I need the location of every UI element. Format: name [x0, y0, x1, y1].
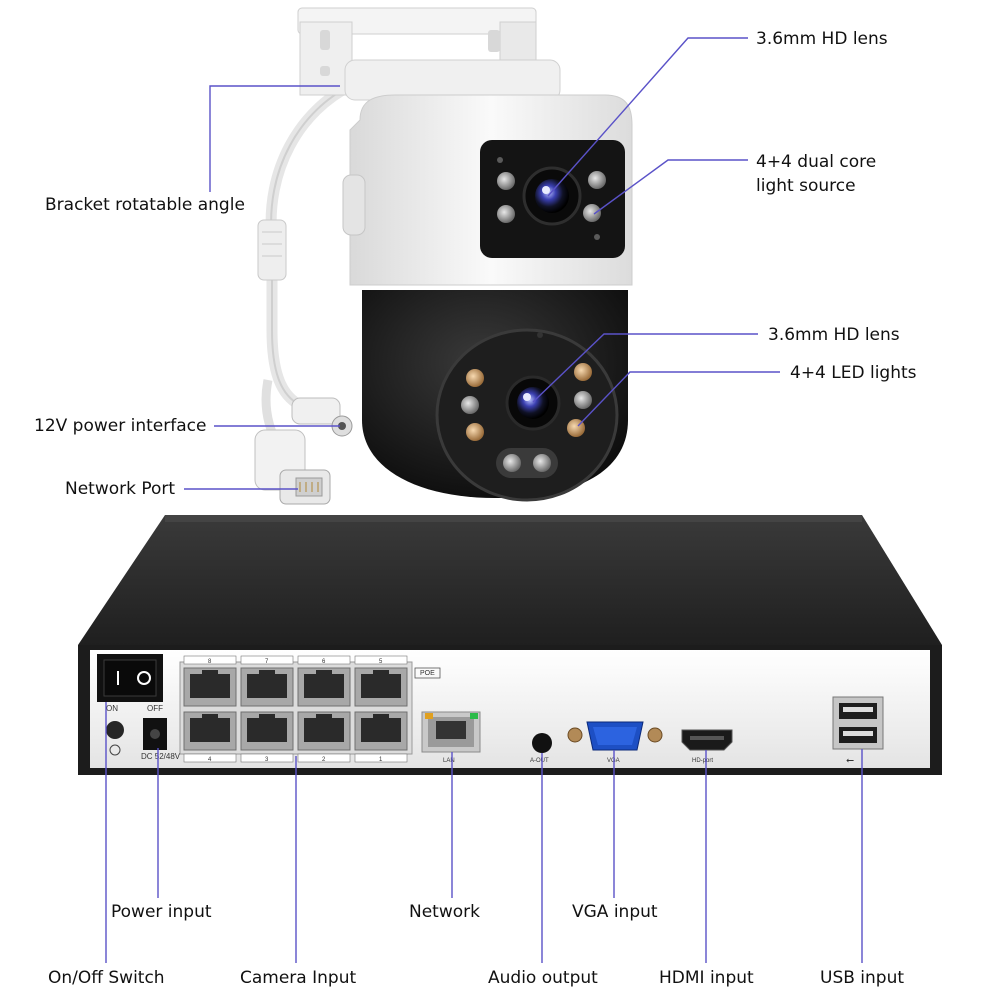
- hdport-print: HD-port: [692, 758, 713, 764]
- rj45-port: [240, 711, 294, 751]
- label-power-input: Power input: [111, 902, 212, 922]
- label-light-source-line1: 4+4 dual core: [756, 152, 877, 172]
- leader-bracket: [209, 85, 340, 192]
- leader-lines: [105, 37, 863, 963]
- dc-jack: [143, 718, 167, 750]
- port-number-print: 7: [265, 659, 269, 665]
- hdmi-port: [681, 729, 733, 751]
- rj45-port: [183, 711, 237, 751]
- leader-lens-bottom: [532, 333, 758, 403]
- vga-port: [567, 721, 663, 751]
- camera-ports-block: 8 4 7 3 6 2 5 1: [179, 655, 413, 763]
- switch-on-print: ON: [106, 704, 118, 713]
- usb-ports: [832, 696, 884, 750]
- port-number-print: 8: [208, 659, 212, 665]
- rj45-port: [354, 711, 408, 751]
- leader-light-source: [593, 159, 748, 215]
- leader-lens-top: [547, 37, 748, 197]
- label-onoff-switch: On/Off Switch: [48, 968, 165, 988]
- lan-port: [421, 711, 481, 753]
- audio-jack: [532, 733, 552, 753]
- label-network: Network: [409, 902, 480, 922]
- port-number-print: 6: [322, 659, 326, 665]
- label-light-source-line2: light source: [756, 176, 856, 196]
- poe-print: POE: [420, 670, 435, 677]
- usb-trident-icon: ⭠: [846, 755, 854, 766]
- lower-dome: [362, 290, 628, 502]
- rj45-port: [240, 667, 294, 707]
- port-number-print: 2: [322, 757, 326, 763]
- port-number-print: 4: [208, 757, 212, 763]
- dc-power-plug: [291, 397, 353, 437]
- switch-off-print: OFF: [147, 704, 163, 713]
- port-number-print: 3: [265, 757, 269, 763]
- label-vga-input: VGA input: [572, 902, 658, 922]
- label-led-lights: 4+4 LED lights: [790, 363, 917, 383]
- lan-print: LAN: [443, 758, 455, 764]
- rj45-port: [183, 667, 237, 707]
- aout-print: A-OUT: [530, 758, 549, 764]
- poe-print-box: [414, 667, 441, 679]
- label-usb-input: USB input: [820, 968, 905, 988]
- ptz-camera: [254, 7, 633, 505]
- rj45-port: [354, 667, 408, 707]
- rj45-connector: [254, 429, 331, 505]
- leader-led-lights: [577, 371, 780, 427]
- nvr-recorder: ON OFF DC 52/48V 8 4 7 3 6 2 5 1 POE LAN A-OUT: [78, 515, 942, 775]
- label-network-port: Network Port: [65, 479, 176, 499]
- ground-symbol: [109, 744, 121, 756]
- rj45-port: [297, 711, 351, 751]
- ground-screw: [106, 721, 124, 739]
- label-bracket: Bracket rotatable angle: [45, 195, 245, 215]
- label-power-interface: 12V power interface: [34, 416, 207, 436]
- wall-bracket: [297, 7, 561, 101]
- port-number-print: 5: [379, 659, 383, 665]
- label-hdmi-input: HDMI input: [659, 968, 754, 988]
- label-audio-output: Audio output: [488, 968, 598, 988]
- label-camera-input: Camera Input: [240, 968, 357, 988]
- port-number-print: 1: [379, 757, 383, 763]
- power-switch: [97, 654, 163, 702]
- rj45-port: [297, 667, 351, 707]
- label-lens-bottom: 3.6mm HD lens: [768, 325, 900, 345]
- label-lens-top: 3.6mm HD lens: [756, 29, 888, 49]
- dc-print: DC 52/48V: [141, 752, 181, 761]
- upper-housing: [342, 94, 633, 286]
